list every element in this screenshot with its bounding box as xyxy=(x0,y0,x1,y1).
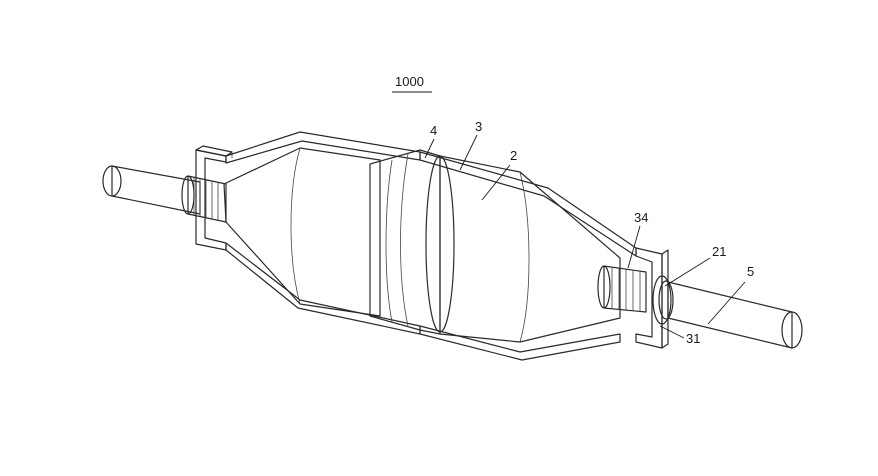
right-end-collar xyxy=(652,275,674,325)
body xyxy=(223,147,621,343)
frame xyxy=(225,131,637,361)
label-rod: 5 xyxy=(747,264,754,279)
leader-frame xyxy=(459,134,478,171)
callouts: 4 3 2 34 21 5 31 xyxy=(424,119,754,346)
right-spring xyxy=(597,265,647,313)
label-body: 2 xyxy=(510,148,517,163)
leader-rod xyxy=(707,281,746,325)
reference-number-label: 1000 xyxy=(395,74,424,89)
right-rod xyxy=(667,281,803,349)
label-end-collar: 21 xyxy=(712,244,726,259)
leader-frame-end xyxy=(659,325,685,339)
left-rod xyxy=(102,165,201,215)
left-spring xyxy=(181,175,227,223)
label-frame-end: 31 xyxy=(686,331,700,346)
leader-body xyxy=(481,164,511,201)
right-frame-bracket xyxy=(635,247,669,349)
label-housing: 4 xyxy=(430,123,437,138)
leader-end-collar xyxy=(664,257,711,287)
figure-reference: 1000 xyxy=(392,74,432,93)
label-frame: 3 xyxy=(475,119,482,134)
leader-spring xyxy=(627,225,641,269)
leader-housing xyxy=(424,138,435,159)
label-spring: 34 xyxy=(634,210,648,225)
